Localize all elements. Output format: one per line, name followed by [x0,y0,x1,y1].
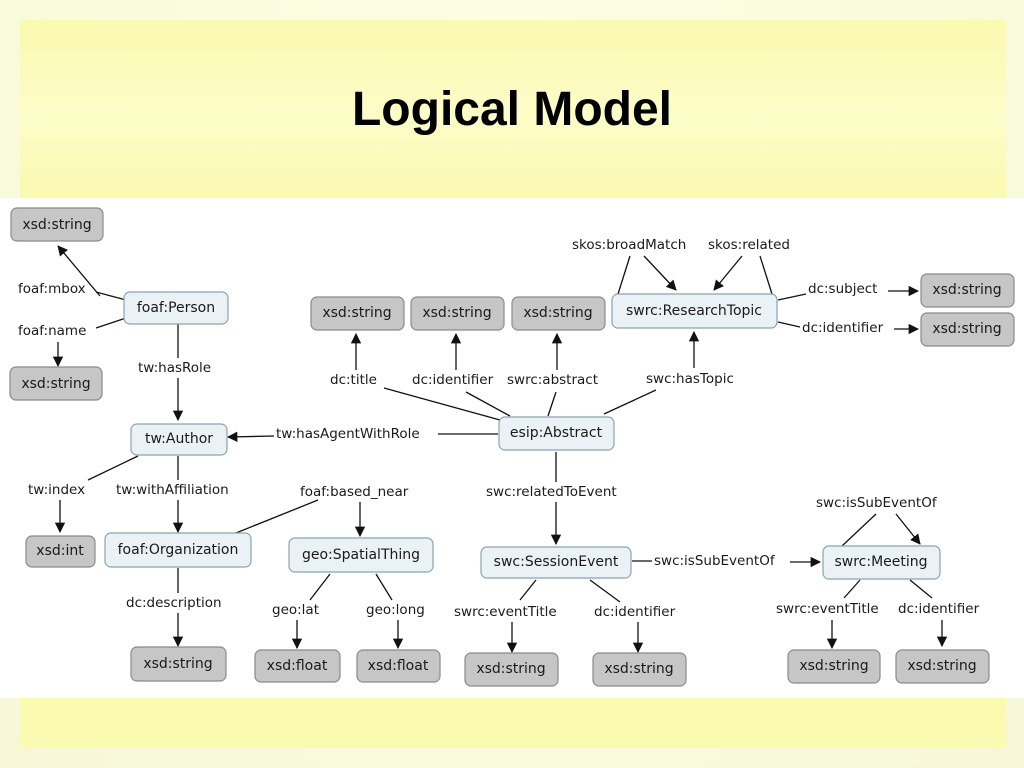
edge-lat-top [309,573,331,601]
node-identifier-string: xsd:string [410,296,505,331]
node-abstract-string: xsd:string [511,296,606,331]
node-geo-spatial-thing: geo:SpatialThing [288,537,434,573]
svg-text:tw:Author: tw:Author [145,431,213,447]
label-related-to-event: swc:relatedToEvent [486,484,617,500]
label-meeting-identifier: dc:identifier [898,601,980,617]
label-long: geo:long [366,602,425,618]
label-has-role: tw:hasRole [138,360,211,376]
svg-text:xsd:string: xsd:string [21,376,90,392]
label-has-agent-with-role: tw:hasAgentWithRole [276,426,420,442]
svg-text:xsd:string: xsd:string [932,282,1001,298]
edge-person-mbox-stub [95,291,127,301]
node-topic-identifier-string: xsd:string [920,312,1015,347]
node-meeting-identifier-string: xsd:string [895,649,990,684]
node-esip-abstract: esip:Abstract [498,416,615,451]
slide-title: Logical Model [351,83,672,136]
label-subject: dc:subject [808,281,877,297]
label-with-affiliation: tw:withAffiliation [116,482,229,498]
node-swrc-meeting: swrc:Meeting [822,545,941,580]
node-foaf-organization: foaf:Organization [104,532,252,568]
label-description: dc:description [126,595,222,611]
label-meeting-event-title: swrc:eventTitle [776,601,879,617]
node-index-int: xsd:int [25,535,96,568]
label-session-event-title: swrc:eventTitle [454,604,557,620]
edge-session-title-top [519,579,537,601]
edge-based-near-top [235,499,319,534]
edge-identifier-bottom [465,391,511,417]
edge-topic-identifier-left [777,321,801,328]
label-mbox: foaf:mbox [18,281,86,297]
svg-text:xsd:string: xsd:string [322,305,391,321]
svg-text:xsd:string: xsd:string [22,217,91,233]
svg-text:xsd:string: xsd:string [476,661,545,677]
edge-has-topic-bottom [603,389,657,415]
edge-related [713,255,743,291]
svg-text:xsd:string: xsd:string [143,656,212,672]
node-subject-string: xsd:string [920,273,1015,308]
node-name-string: xsd:string [9,366,103,401]
edge-index-top [87,455,139,481]
label-name: foaf:name [18,323,86,339]
svg-text:xsd:string: xsd:string [604,661,673,677]
footer-banner [20,698,1006,748]
svg-text:swrc:Meeting: swrc:Meeting [834,554,927,570]
svg-text:xsd:string: xsd:string [422,305,491,321]
node-long-float: xsd:float [356,649,441,683]
edge-meeting-sub-event-left [841,513,877,547]
svg-text:xsd:float: xsd:float [368,658,429,674]
svg-text:xsd:string: xsd:string [932,321,1001,337]
label-related: skos:related [708,237,790,253]
node-session-identifier-string: xsd:string [592,652,687,687]
svg-text:xsd:int: xsd:int [36,543,84,559]
label-title: dc:title [330,372,377,388]
edge-related-right [759,255,773,295]
label-lat: geo:lat [272,602,319,618]
edge-meeting-sub-event [895,513,921,545]
svg-text:foaf:Organization: foaf:Organization [118,542,239,558]
node-meeting-title-string: xsd:string [787,649,881,684]
edge-mbox [57,245,101,297]
edge-long-top [375,573,393,601]
label-meeting-is-sub-event-of: swc:isSubEventOf [816,495,938,511]
node-description-string: xsd:string [130,646,227,682]
svg-text:geo:SpatialThing: geo:SpatialThing [302,547,420,563]
label-has-topic: swc:hasTopic [646,371,734,387]
svg-text:xsd:string: xsd:string [907,658,976,674]
edge-has-agent-with-role [226,431,275,442]
edge-person-name-stub [95,317,127,329]
edge-broad-match-left [617,255,631,295]
label-topic-identifier: dc:identifier [802,320,884,336]
edge-meeting-title-top [843,579,861,599]
label-broad-match: skos:broadMatch [572,237,686,253]
edge-session-identifier-top [589,579,621,603]
node-mbox-string: xsd:string [10,207,104,242]
edge-subject-left [777,293,807,301]
edge-title-bottom [383,387,501,421]
svg-text:xsd:float: xsd:float [267,658,328,674]
svg-text:foaf:Person: foaf:Person [137,300,215,316]
svg-text:swc:SessionEvent: swc:SessionEvent [494,554,619,570]
label-is-sub-event-of: swc:isSubEventOf [654,553,776,569]
svg-text:swrc:ResearchTopic: swrc:ResearchTopic [626,303,762,319]
edge-abstract-bottom [547,391,557,417]
node-title-string: xsd:string [310,296,405,331]
title-banner [20,20,1006,198]
label-index: tw:index [28,482,85,498]
edge-meeting-identifier-top [909,579,933,599]
svg-text:esip:Abstract: esip:Abstract [510,425,603,441]
edge-broad-match [643,255,677,291]
node-swc-session-event: swc:SessionEvent [480,546,632,579]
node-swrc-research-topic: swrc:ResearchTopic [611,293,778,329]
label-based-near: foaf:based_near [300,484,409,500]
node-tw-author: tw:Author [130,423,228,456]
label-abstract: swrc:abstract [507,372,598,388]
label-session-identifier: dc:identifier [594,604,676,620]
svg-text:xsd:string: xsd:string [523,305,592,321]
svg-text:xsd:string: xsd:string [799,658,868,674]
label-identifier: dc:identifier [412,372,494,388]
node-lat-float: xsd:float [254,649,341,683]
node-session-title-string: xsd:string [464,652,559,687]
node-foaf-person: foaf:Person [123,291,229,325]
